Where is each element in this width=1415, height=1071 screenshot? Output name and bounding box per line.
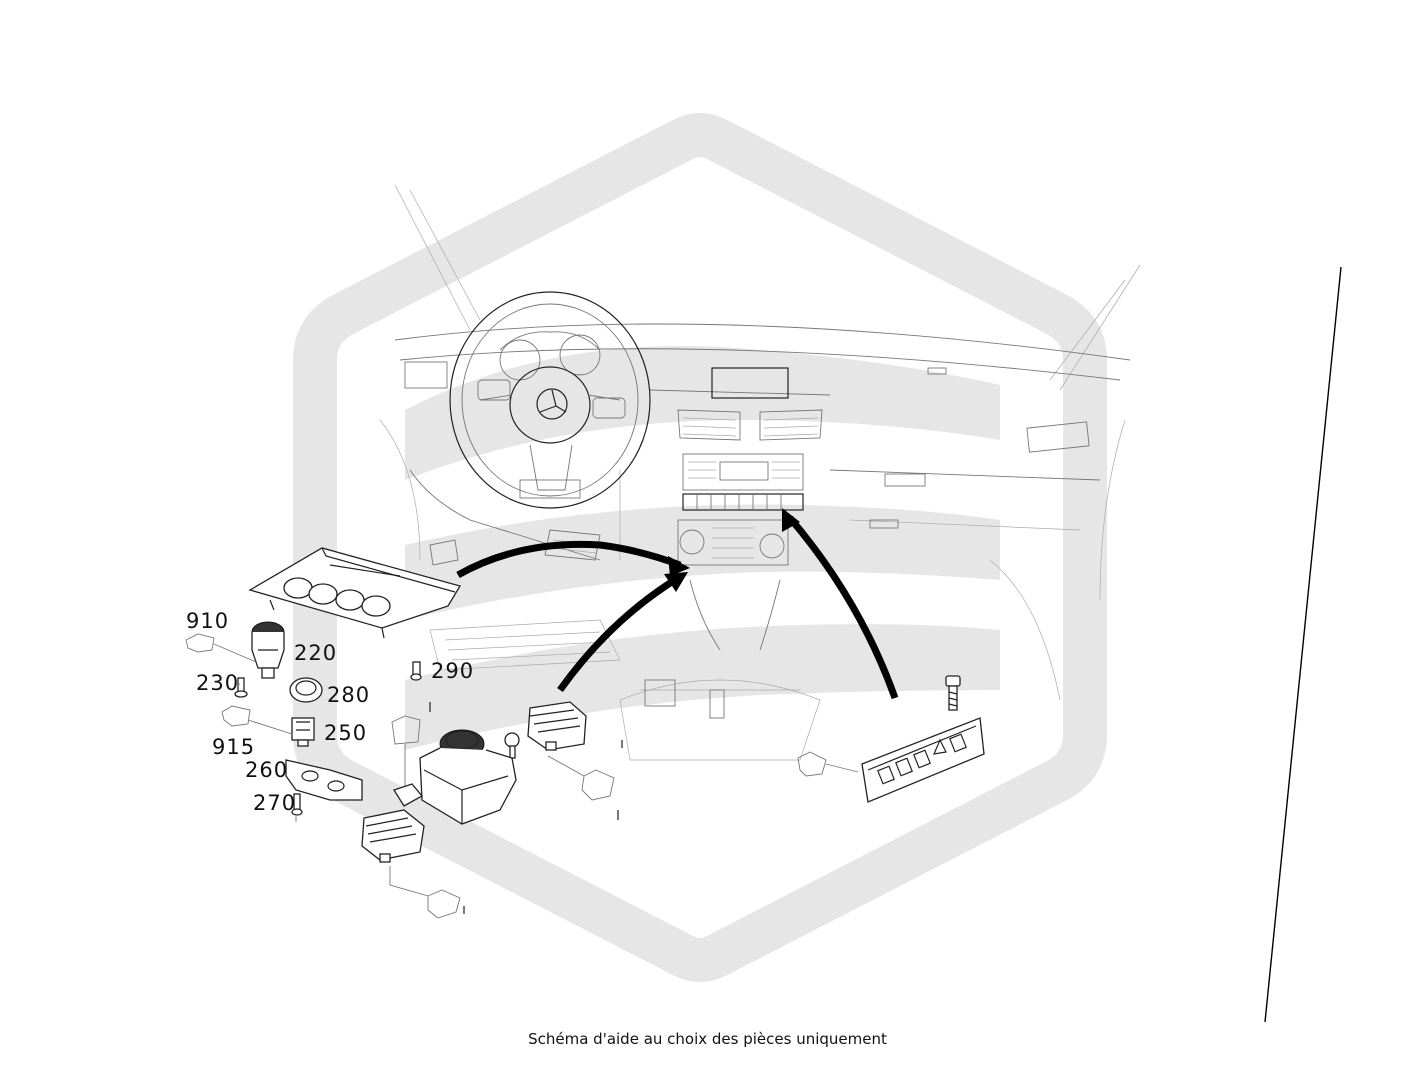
callout-220: 220 (294, 641, 337, 665)
switch-block-center (527, 701, 587, 751)
center-console-dash (677, 367, 823, 566)
switch-block-lower (361, 809, 425, 863)
callout-230: 230 (196, 671, 239, 695)
callout-250: 250 (324, 721, 367, 745)
trim-panel-part (248, 547, 461, 639)
bracket-part-260 (285, 759, 363, 801)
screw-part-290 (410, 661, 422, 681)
callout-290: 290 (431, 659, 474, 683)
bolt-part-right (945, 675, 961, 711)
screw-part-270 (291, 793, 303, 816)
leader-lines (236, 683, 297, 822)
callout-270: 270 (253, 791, 296, 815)
screw-part-center (504, 732, 520, 759)
controller-unit (393, 729, 517, 825)
connector-symbols (185, 633, 859, 919)
direction-arrows (456, 508, 899, 700)
callout-260: 260 (245, 758, 288, 782)
callout-280: 280 (327, 683, 370, 707)
ring-part-280 (289, 677, 323, 703)
steering-wheel (449, 291, 651, 509)
callout-915: 915 (212, 735, 255, 759)
switch-part-250 (291, 717, 315, 747)
diagram-caption: Schéma d'aide au choix des pièces unique… (528, 1030, 887, 1048)
switch-panel-right (861, 717, 985, 803)
screw-part-230 (234, 677, 248, 698)
knob-part-220 (251, 621, 285, 679)
dashboard-background (379, 184, 1141, 761)
callout-910: 910 (186, 609, 229, 633)
hexagon-logo-watermark (293, 113, 1107, 982)
edge-line (1264, 266, 1342, 1023)
